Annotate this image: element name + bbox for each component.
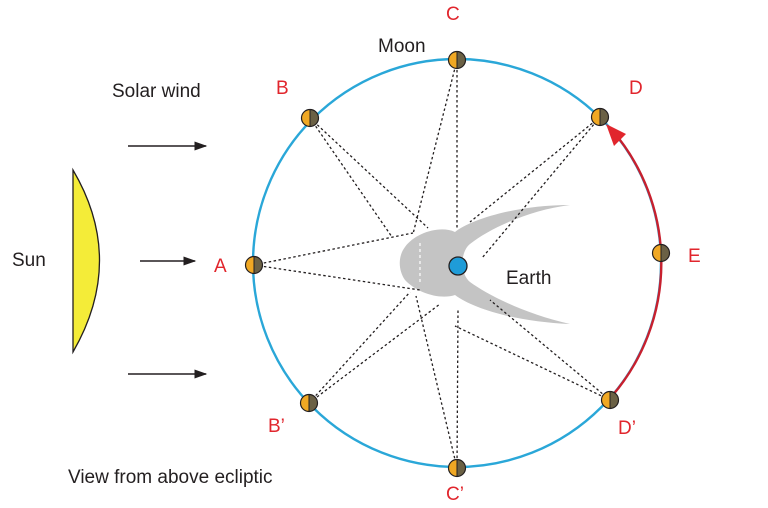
orbit-direction-arrowhead	[606, 124, 626, 146]
moon-c-prime	[447, 458, 467, 478]
position-label-b: B	[276, 78, 289, 99]
earth-label: Earth	[506, 268, 551, 289]
moon-a	[244, 255, 264, 275]
earth-circle	[448, 256, 468, 276]
moon-phases	[244, 50, 671, 478]
magnetosphere-shape	[399, 205, 570, 324]
view-note: View from above ecliptic	[68, 467, 273, 488]
position-label-c-prime: C’	[446, 484, 464, 505]
dotted-sight-lines	[253, 59, 611, 469]
sun-crescent	[72, 167, 101, 355]
moon-label: Moon	[378, 36, 426, 57]
moon-b-prime	[299, 393, 319, 413]
position-label-e: E	[688, 246, 701, 267]
position-label-c: C	[446, 4, 460, 25]
moon-d	[590, 107, 610, 127]
moon-c	[447, 50, 467, 70]
position-label-b-prime: B’	[268, 416, 285, 437]
position-label-a: A	[214, 256, 227, 277]
moon-b	[300, 108, 320, 128]
orbit-arc-d-prime-to-d	[611, 129, 663, 397]
position-label-d-prime: D’	[618, 418, 636, 439]
moon-e	[651, 243, 671, 263]
moon-d-prime	[600, 390, 620, 410]
solar-wind-label: Solar wind	[112, 81, 201, 102]
sun-label: Sun	[12, 250, 46, 271]
position-label-d: D	[629, 78, 643, 99]
